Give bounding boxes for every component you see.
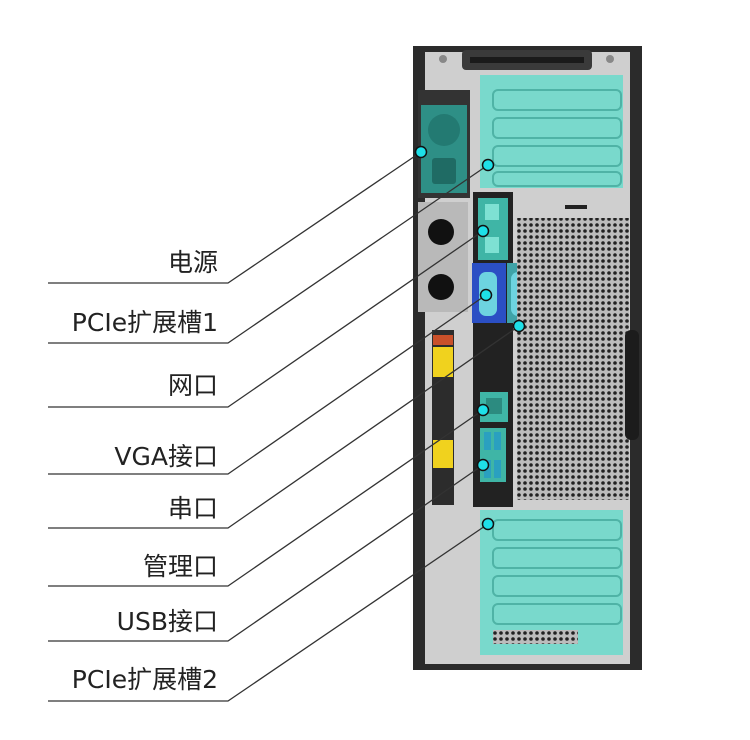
label-network: 网口 bbox=[167, 371, 218, 400]
leader-line-pcie2 bbox=[48, 523, 489, 702]
label-management: 管理口 bbox=[142, 552, 218, 581]
label-power: 电源 bbox=[167, 248, 218, 277]
vent-grille bbox=[517, 205, 629, 500]
callout-dot-pcie1 bbox=[481, 158, 495, 172]
leader-line-management bbox=[48, 409, 484, 587]
callout-dot-usb bbox=[476, 458, 490, 472]
label-pcie2: PCIe扩展槽2 bbox=[71, 665, 218, 694]
callout-dot-power bbox=[414, 145, 428, 159]
usb-ports bbox=[480, 428, 506, 482]
leader-line-pcie1 bbox=[48, 164, 489, 344]
leader-line-usb bbox=[48, 464, 484, 642]
callout-dot-network bbox=[476, 224, 490, 238]
callout-dot-serial bbox=[512, 319, 526, 333]
pcie-slots-top bbox=[480, 75, 623, 188]
label-vga: VGA接口 bbox=[114, 442, 218, 471]
callout-dot-vga bbox=[479, 288, 493, 302]
leader-line-vga bbox=[48, 294, 487, 475]
callout-dot-management bbox=[476, 403, 490, 417]
pcie-slots-bottom bbox=[480, 510, 623, 655]
label-usb: USB接口 bbox=[116, 607, 218, 636]
label-serial: 串口 bbox=[167, 494, 218, 523]
leader-line-power bbox=[48, 151, 422, 284]
callout-dot-pcie2 bbox=[481, 517, 495, 531]
label-pcie1: PCIe扩展槽1 bbox=[71, 308, 218, 337]
leader-line-network bbox=[48, 230, 484, 408]
leader-line-serial bbox=[48, 325, 520, 529]
